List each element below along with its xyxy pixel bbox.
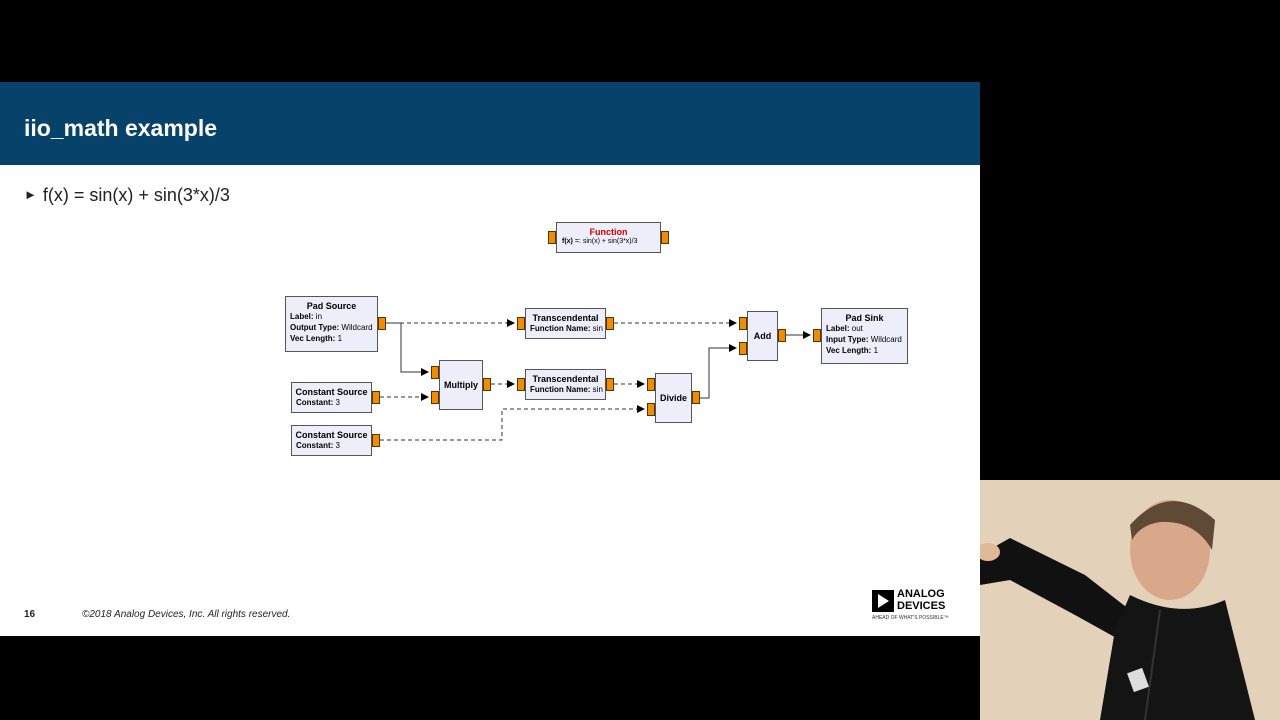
connections xyxy=(380,319,811,441)
param-key: Output Type: xyxy=(290,323,340,332)
param-key: Constant: xyxy=(296,441,334,450)
param-key: Vec Length: xyxy=(290,334,336,343)
function-block-title: Function xyxy=(589,227,628,237)
edge-padsrc-multiply xyxy=(386,322,429,376)
flowgraph-diagram: Function f(x) =: sin(x) + sin(3*x)/3 Pad… xyxy=(0,82,980,636)
param-key: Label: xyxy=(290,312,314,321)
function-param-value: =: sin(x) + sin(3*x)/3 xyxy=(574,238,638,245)
port-in[interactable] xyxy=(739,317,747,330)
port-in[interactable] xyxy=(517,378,525,391)
param-value: out xyxy=(849,324,863,333)
port-out[interactable] xyxy=(372,434,380,447)
param-key: Function Name: xyxy=(530,324,591,333)
block-param-row: Function Name: sin xyxy=(526,384,605,396)
pad-source-block[interactable]: Pad Source Label: in Output Type: Wildca… xyxy=(285,296,378,352)
copyright-text: ©2018 Analog Devices, Inc. All rights re… xyxy=(82,609,291,620)
param-key: Constant: xyxy=(296,398,334,407)
block-param-row: Input Type: Wildcard xyxy=(822,334,907,346)
port-out[interactable] xyxy=(483,378,491,391)
pad-sink-block[interactable]: Pad Sink Label: out Input Type: Wildcard… xyxy=(821,308,908,364)
slide-header: iio_math example xyxy=(0,82,980,165)
param-key: Function Name: xyxy=(530,385,591,394)
port-in[interactable] xyxy=(548,231,556,244)
constant-source-title: Constant Source xyxy=(295,387,368,397)
param-value: sin xyxy=(590,324,603,333)
presenter-video xyxy=(980,480,1280,720)
param-value: 3 xyxy=(333,398,340,407)
param-value: 1 xyxy=(871,346,879,355)
multiply-title: Multiply xyxy=(444,380,478,390)
function-block[interactable]: Function f(x) =: sin(x) + sin(3*x)/3 xyxy=(556,222,661,253)
constant-source-title: Constant Source xyxy=(295,430,368,440)
bullet-item: ► f(x) = sin(x) + sin(3*x)/3 xyxy=(24,185,230,206)
param-value: Wildcard xyxy=(339,323,373,332)
param-key: Input Type: xyxy=(826,335,869,344)
presenter-image xyxy=(980,480,1280,720)
logo-line1: ANALOG xyxy=(897,588,945,600)
transcendental-title: Transcendental xyxy=(532,374,599,384)
param-key: Label: xyxy=(826,324,850,333)
param-value: sin xyxy=(590,385,603,394)
transcendental-title: Transcendental xyxy=(532,313,599,323)
block-param-row: Vec Length: 1 xyxy=(822,345,907,357)
pad-sink-title: Pad Sink xyxy=(845,313,884,323)
port-out[interactable] xyxy=(606,317,614,330)
slide-title: iio_math example xyxy=(24,115,218,141)
constant-source-block-1[interactable]: Constant Source Constant: 3 xyxy=(291,382,372,413)
port-in[interactable] xyxy=(431,391,439,404)
divide-block[interactable]: Divide xyxy=(655,373,692,423)
port-out[interactable] xyxy=(372,391,380,404)
edge-const2-divide xyxy=(380,405,645,441)
bullet-text: f(x) = sin(x) + sin(3*x)/3 xyxy=(42,185,230,205)
param-value: 1 xyxy=(335,334,343,343)
divide-title: Divide xyxy=(659,393,687,403)
logo-tagline: AHEAD OF WHAT'S POSSIBLE™ xyxy=(872,615,949,621)
logo-triangle-icon xyxy=(872,590,894,612)
analog-devices-logo: ANALOG DEVICES AHEAD OF WHAT'S POSSIBLE™ xyxy=(872,588,962,626)
page-number: 16 xyxy=(24,609,36,620)
port-out[interactable] xyxy=(378,317,386,330)
edge-divide-add xyxy=(700,344,737,399)
port-out[interactable] xyxy=(692,391,700,404)
block-param-row: Constant: 3 xyxy=(292,440,371,452)
multiply-block[interactable]: Multiply xyxy=(439,360,483,410)
param-value: in xyxy=(313,312,323,321)
block-param-row: Constant: 3 xyxy=(292,397,371,409)
function-param-label: f(x) xyxy=(562,238,573,245)
port-in[interactable] xyxy=(739,342,747,355)
transcendental-block-1[interactable]: Transcendental Function Name: sin xyxy=(525,308,606,339)
bullet-arrow-icon: ► xyxy=(24,187,37,202)
add-title: Add xyxy=(753,331,772,341)
constant-source-block-2[interactable]: Constant Source Constant: 3 xyxy=(291,425,372,456)
port-out[interactable] xyxy=(606,378,614,391)
port-in[interactable] xyxy=(517,317,525,330)
port-in[interactable] xyxy=(647,403,655,416)
transcendental-block-2[interactable]: Transcendental Function Name: sin xyxy=(525,369,606,400)
block-param-row: Vec Length: 1 xyxy=(286,333,377,345)
param-key: Vec Length: xyxy=(826,346,872,355)
port-in[interactable] xyxy=(647,378,655,391)
pad-source-title: Pad Source xyxy=(306,301,357,311)
block-param-row: Label: out xyxy=(822,323,907,335)
port-out[interactable] xyxy=(661,231,669,244)
block-param-row: Output Type: Wildcard xyxy=(286,322,377,334)
logo-line2: DEVICES xyxy=(897,600,946,612)
port-in[interactable] xyxy=(431,366,439,379)
add-block[interactable]: Add xyxy=(747,311,778,361)
slide: iio_math example ► f(x) = sin(x) + sin(3*… xyxy=(0,82,980,636)
port-out[interactable] xyxy=(778,329,786,342)
param-value: Wildcard xyxy=(868,335,902,344)
block-param-row: Function Name: sin xyxy=(526,323,605,335)
block-param-row: Label: in xyxy=(286,311,377,323)
port-in[interactable] xyxy=(813,329,821,342)
param-value: 3 xyxy=(333,441,340,450)
